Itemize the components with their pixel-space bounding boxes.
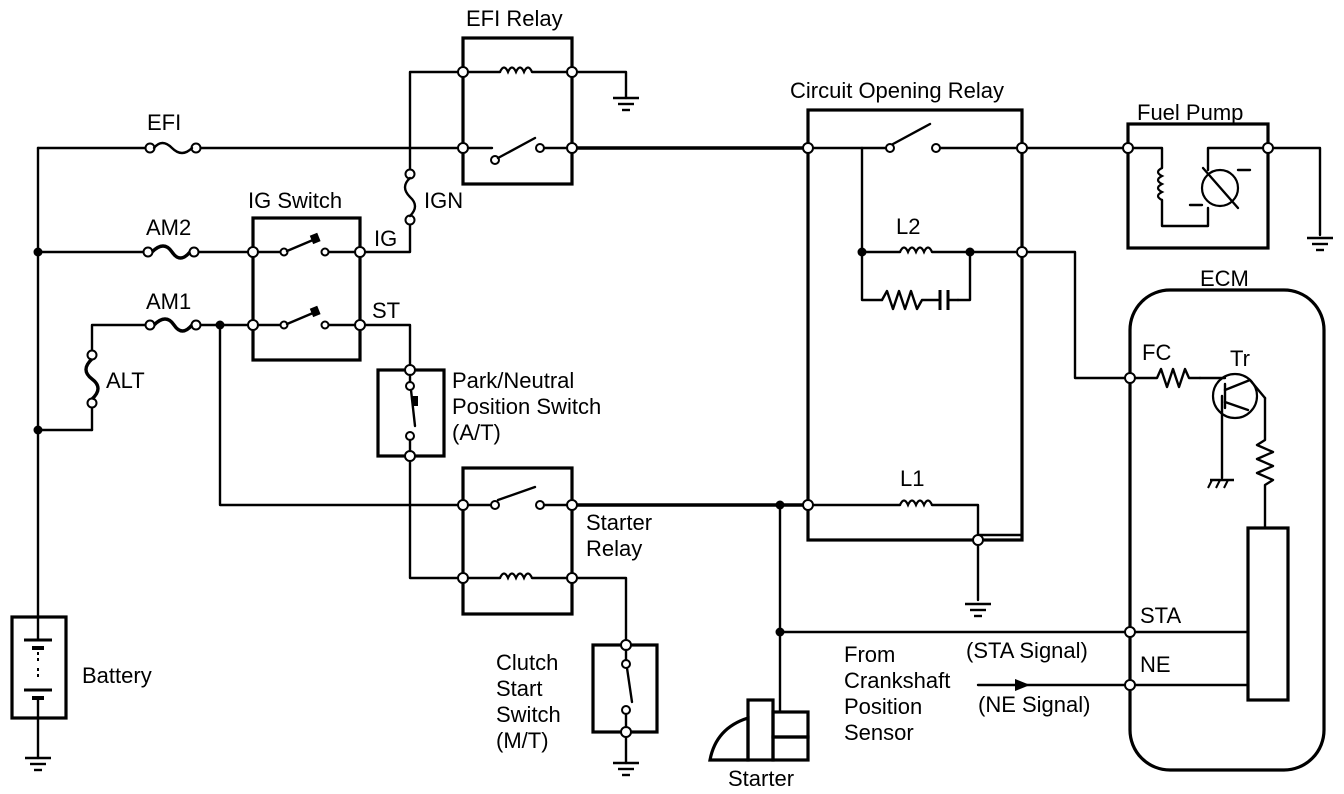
labels: EFI Relay Circuit Opening Relay Fuel Pum… [82,6,1250,791]
park-neutral-position-switch [376,364,446,462]
ig-switch [247,216,366,362]
ecm-label: ECM [1200,266,1249,291]
clutch-switch-label-line1: Clutch [496,650,558,675]
alt-fuse-label: ALT [106,368,145,393]
ne-signal-label: (NE Signal) [978,692,1090,717]
park-neutral-label-line2: Position Switch [452,394,601,419]
from-sensor-label-line2: Crankshaft [844,668,950,693]
starter-motor-symbol [708,698,810,762]
circuit-opening-relay-label: Circuit Opening Relay [790,78,1004,103]
battery-label: Battery [82,663,152,688]
am1-fuse-label: AM1 [146,289,191,314]
starter-label: Starter [728,766,794,791]
am1-fuse [144,317,202,333]
park-neutral-label-line1: Park/Neutral [452,368,574,393]
starter-relay-label-line1: Starter [586,510,652,535]
sta-terminal-label: STA [1140,603,1181,628]
from-sensor-label-line1: From [844,642,895,667]
ign-fuse [403,168,417,226]
battery-symbol [10,615,68,720]
l2-coil-label: L2 [896,214,920,239]
starter-relay [457,466,578,616]
from-sensor-label-line3: Position [844,694,922,719]
from-sensor-label-line4: Sensor [844,720,914,745]
starter-relay-label-line2: Relay [586,536,642,561]
fuel-pump-label: Fuel Pump [1137,100,1243,125]
ig-terminal-label: IG [374,226,397,251]
park-neutral-label-line3: (A/T) [452,420,501,445]
ne-terminal-label: NE [1140,652,1171,677]
clutch-switch-label-line2: Start [496,676,542,701]
clutch-start-switch [591,639,659,738]
fuel-pump-symbol [1122,122,1274,250]
clutch-switch-label-line4: (M/T) [496,728,549,753]
tr-transistor-label: Tr [1230,346,1250,371]
circuit-opening-relay [802,108,1028,618]
ne-signal-arrow [1015,679,1030,691]
ecm-block [1124,288,1326,772]
ign-fuse-label: IGN [424,188,463,213]
sta-signal-label: (STA Signal) [966,638,1088,663]
st-terminal-label: ST [372,298,400,323]
fc-terminal-label: FC [1142,340,1171,365]
ig-switch-label: IG Switch [248,188,342,213]
junction-dots [33,247,975,637]
alt-fuse [84,349,100,409]
efi-fuse-label: EFI [147,110,181,135]
am2-fuse-label: AM2 [146,215,191,240]
efi-relay-label: EFI Relay [466,6,563,31]
efi-relay [457,36,578,186]
am2-fuse [142,244,200,260]
clutch-switch-label-line3: Switch [496,702,561,727]
l1-coil-label: L1 [900,466,924,491]
efi-fuse [144,141,202,155]
